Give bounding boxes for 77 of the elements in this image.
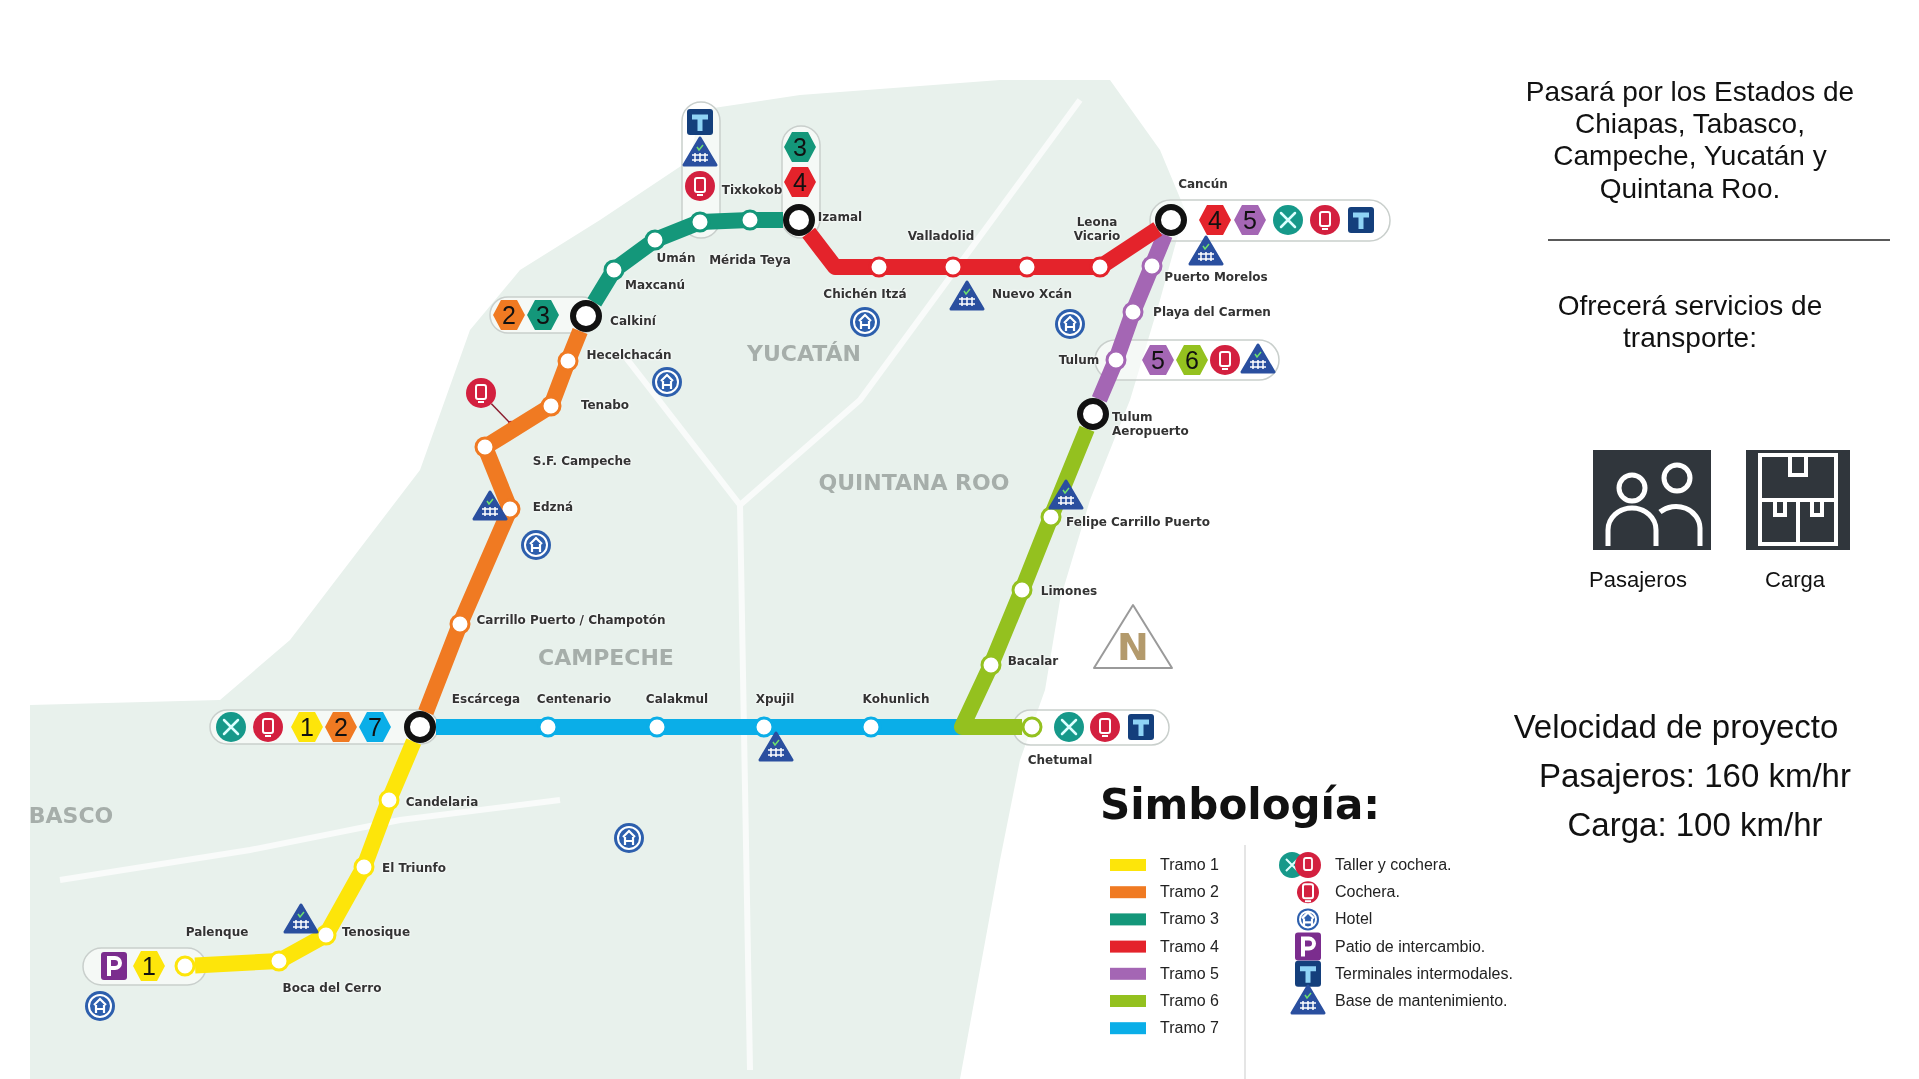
- station-name: Escárcega: [451, 693, 521, 707]
- station-marker: [1021, 716, 1043, 738]
- legend-label: Tramo 6: [1160, 992, 1219, 1010]
- train-icon: [466, 378, 496, 408]
- station-name: Leona Vicario: [1072, 216, 1122, 244]
- legend-label: Patio de intercambio.: [1335, 937, 1486, 956]
- interchange-station-marker: [1077, 398, 1109, 430]
- interchange-station-marker: [570, 300, 602, 332]
- station-name: Chichén Itzá: [823, 288, 907, 302]
- info-text: Pasará por los Estados de Chiapas, Tabasco, Campeche, Yucatán y Quintana Roo.: [1525, 75, 1855, 205]
- icon-caption: Carga: [1765, 567, 1825, 593]
- station-name: Maxcanú: [624, 279, 686, 293]
- station-name: Izamal: [817, 211, 863, 225]
- station-name: Tulum: [1058, 354, 1100, 368]
- speed-text: Velocidad de proyecto: [1513, 708, 1839, 746]
- state-name: QUINTANA ROO: [818, 470, 1010, 496]
- station-name: Valladolid: [907, 230, 975, 244]
- station-name: Tenosique: [342, 926, 410, 940]
- railway-line: [954, 425, 1095, 735]
- station-name: Tixkokob: [721, 184, 783, 198]
- station-name: Puerto Morelos: [1164, 271, 1268, 285]
- station-name: Edzná: [532, 501, 574, 515]
- legend-label: Hotel: [1335, 910, 1373, 929]
- tramo-number-badge: 5: [1142, 345, 1174, 375]
- legend-label: Tramo 2: [1160, 883, 1219, 902]
- legend-heading: Simbología:: [1099, 780, 1381, 830]
- tramo-number-badge: 4: [1199, 205, 1231, 235]
- station-name: Candelaria: [405, 796, 479, 810]
- icon-caption: Pasajeros: [1589, 567, 1687, 593]
- station-name: Playa del Carmen: [1153, 306, 1271, 320]
- station-name: Umán: [656, 252, 696, 266]
- station-name: Palenque: [185, 926, 249, 940]
- info-text: Ofrecerá servicios de transporte:: [1556, 289, 1824, 355]
- station-name: Xpujil: [755, 693, 795, 707]
- station-name: Calkiní: [610, 315, 656, 329]
- interchange-station-marker: [783, 204, 815, 236]
- legend-label: Tramo 4: [1160, 937, 1219, 956]
- legend-label: Tramo 7: [1160, 1019, 1219, 1038]
- state-name: BASCO: [28, 803, 114, 829]
- station-name: Limones: [1040, 585, 1098, 599]
- station-name: Tenabo: [580, 399, 630, 413]
- state-name: YUCATÁN: [747, 341, 861, 367]
- legend-label: Tramo 3: [1160, 910, 1219, 929]
- station-name: Chetumal: [1027, 754, 1093, 768]
- station-name: Tulum Aeropuerto: [1112, 411, 1190, 439]
- legend-label: Tramo 5: [1160, 964, 1219, 983]
- speed-text: Carga: 100 km/hr: [1567, 806, 1823, 844]
- railway-line: [802, 222, 1163, 275]
- interchange-station-marker: [1155, 204, 1187, 236]
- railway-line: [1091, 231, 1173, 403]
- railway-line: [587, 212, 783, 307]
- legend-label: Cochera.: [1335, 883, 1400, 902]
- legend-label: Terminales intermodales.: [1335, 964, 1513, 983]
- station-name: Boca del Cerro: [282, 982, 382, 996]
- legend-label: Base de mantenimiento.: [1335, 992, 1508, 1010]
- tramo-number-badge: 5: [1234, 205, 1266, 235]
- speed-text: Pasajeros: 160 km/hr: [1539, 757, 1851, 795]
- station-name: Mérida Teya: [709, 254, 791, 268]
- tramo-number-badge: 6: [1176, 345, 1208, 375]
- station-name: Felipe Carrillo Puerto: [1066, 516, 1210, 530]
- north-letter: N: [1117, 626, 1149, 670]
- station-name: Cancún: [1178, 178, 1228, 192]
- station-name: Bacalar: [1007, 655, 1059, 669]
- station-name: El Triunfo: [382, 862, 446, 876]
- interchange-station-marker: [404, 711, 436, 743]
- state-name: CAMPECHE: [538, 645, 674, 671]
- station-name: Calakmul: [645, 693, 709, 707]
- station-marker: [174, 955, 196, 977]
- legend-label: Tramo 1: [1160, 856, 1219, 874]
- station-name: Kohunlich: [862, 693, 930, 707]
- station-name: Hecelchacán: [586, 349, 672, 363]
- station-name: Centenario: [536, 693, 612, 707]
- legend-label: Taller y cochera.: [1335, 856, 1452, 874]
- station-name: S.F. Campeche: [532, 455, 632, 469]
- station-name: Carrillo Puerto / Champotón: [476, 614, 666, 628]
- railway-line: [418, 327, 588, 715]
- station-name: Nuevo Xcán: [992, 288, 1072, 302]
